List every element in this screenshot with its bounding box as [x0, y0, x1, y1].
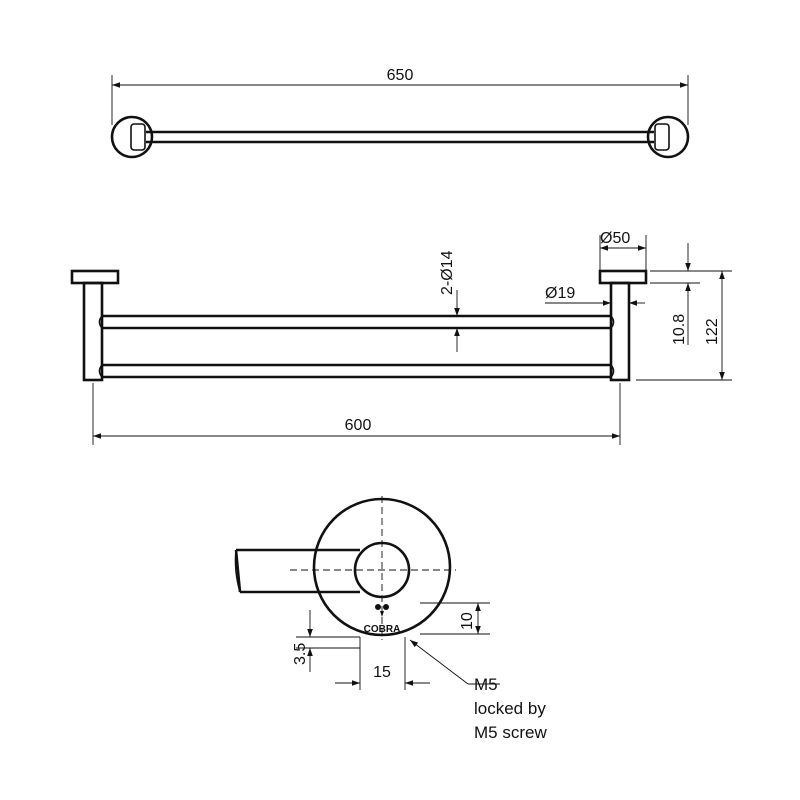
left-flange-front: [70, 269, 120, 285]
front-view: 2-Ø14 Ø50 Ø19 10.8 122 600: [70, 230, 732, 445]
arm-end: [234, 549, 241, 593]
dim-650-label: 650: [387, 67, 414, 84]
screw-note-line-3: M5 screw: [474, 723, 547, 742]
dim-600-label: 600: [345, 417, 372, 434]
dim-15-label: 15: [373, 664, 391, 681]
logo-mark: [383, 604, 389, 610]
rail-callout-label: 2-Ø14: [439, 250, 456, 295]
arm-side: [234, 548, 360, 594]
logo-text: COBRA: [364, 624, 401, 635]
left-flange-top: [110, 115, 154, 159]
upper-rail-front: [102, 314, 611, 330]
right-post-top: [654, 123, 670, 151]
screw-note-line-2: locked by: [474, 699, 546, 718]
dim-3-5-label: 3.5: [292, 643, 309, 665]
left-post-front: [82, 281, 104, 382]
lower-rail-ends: [98, 364, 615, 378]
cobra-logo: COBRA: [364, 604, 401, 635]
right-post-front: [609, 281, 631, 382]
screw-leader: [409, 639, 469, 685]
upper-rail-ends: [98, 315, 615, 329]
right-flange-top: [646, 115, 690, 159]
dim-50-label: Ø50: [600, 230, 630, 247]
logo-mark: [380, 611, 384, 617]
top-view: 650: [110, 67, 690, 159]
rail-top: [146, 130, 654, 144]
dim-10-label: 10: [459, 612, 476, 630]
right-flange-front: [598, 269, 648, 285]
dim-122-label: 122: [704, 318, 721, 345]
screw-note-line-1: M5: [474, 675, 498, 694]
left-post-top: [130, 123, 146, 151]
side-view: COBRA 10 3.5 15 M5 locked by M5 screw: [234, 496, 547, 742]
logo-mark: [375, 604, 381, 610]
lower-rail-front: [102, 363, 611, 379]
dim-19-label: Ø19: [545, 285, 575, 302]
dim-10-8-label: 10.8: [671, 314, 688, 345]
